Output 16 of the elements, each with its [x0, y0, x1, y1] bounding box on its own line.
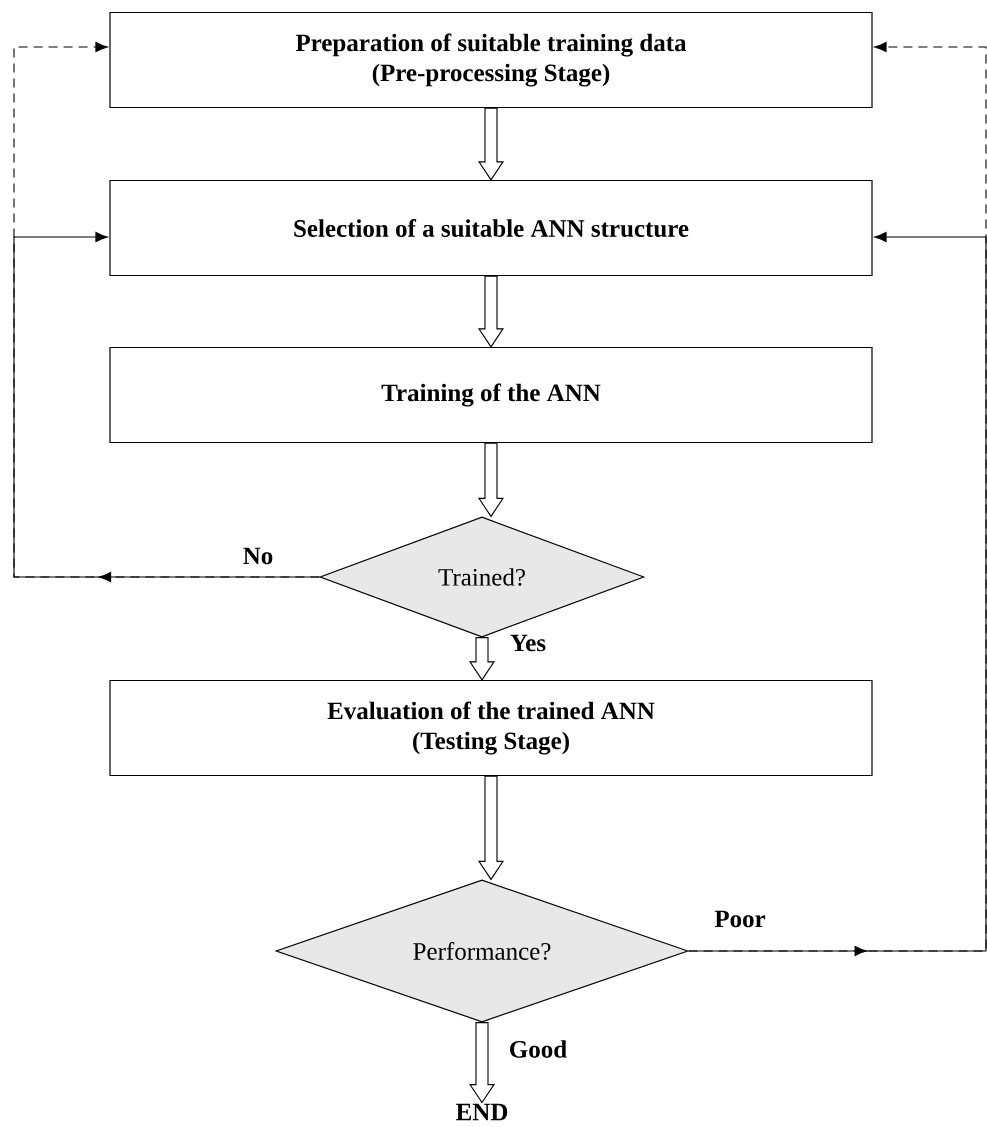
process-box: Selection of a suitable ANN structure	[109, 179, 873, 277]
arrow	[477, 775, 505, 881]
connector-arrow	[688, 41, 987, 952]
process-box: Training of the ANN	[109, 346, 873, 444]
process-box: Preparation of suitable training data (Pre-processing Stage)	[109, 11, 873, 109]
arrow	[468, 1022, 496, 1104]
arrow	[477, 107, 505, 181]
arrow	[468, 637, 496, 681]
edge-label: Good	[507, 1039, 569, 1059]
process-box: Evaluation of the trained ANN (Testing Stage)	[109, 679, 873, 777]
connector-arrow	[13, 41, 320, 578]
arrow	[477, 442, 505, 518]
arrow	[477, 275, 505, 348]
edge-label: No	[241, 546, 275, 566]
end-label: END	[456, 1103, 508, 1121]
edge-label: Poor	[713, 909, 767, 929]
